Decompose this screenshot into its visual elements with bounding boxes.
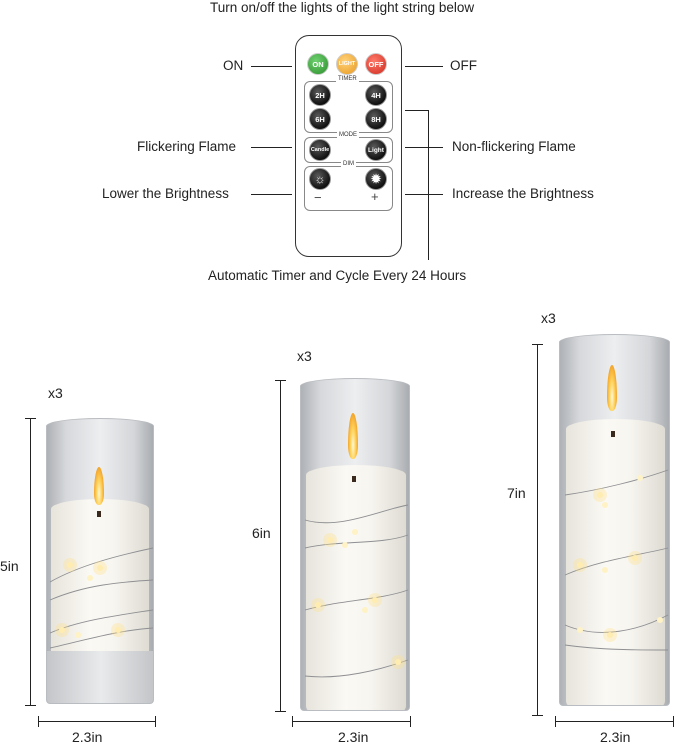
candle-2-width-cap-left — [292, 716, 294, 727]
candle-1-quantity: x3 — [48, 385, 63, 401]
light-mode-button[interactable]: Light — [365, 139, 387, 161]
light-button[interactable]: LIGHT — [336, 53, 358, 75]
increase-brightness-line — [405, 194, 443, 196]
lower-brightness-line — [251, 194, 292, 196]
flickering-callout-line — [251, 147, 292, 149]
candle-1-height-label: 5in — [0, 558, 19, 574]
mode-title: MODE — [337, 132, 359, 138]
candle-3-width-cap-left — [555, 716, 557, 727]
candle-3-height-line — [537, 344, 539, 716]
candle-2-height-cap-bottom — [275, 711, 286, 713]
minus-sign: − — [314, 190, 322, 205]
flickering-callout-label: Flickering Flame — [137, 139, 237, 154]
candle-2-height-label: 6in — [252, 525, 271, 541]
lower-brightness-label: Lower the Brightness — [102, 186, 229, 201]
candle-1-height-line — [30, 418, 32, 706]
candle-2-quantity: x3 — [297, 348, 312, 364]
candle-1-wire — [49, 547, 154, 649]
candle-1-flame — [94, 467, 104, 505]
candle-3-wick — [611, 431, 615, 437]
candle-3-height-cap-bottom — [532, 715, 543, 717]
top-caption: Turn on/off the lights of the light stri… — [210, 0, 475, 15]
candle-1-base — [47, 651, 153, 703]
timer-bracket-vertical — [428, 110, 430, 260]
candle-2-wick — [352, 476, 356, 482]
candle-1-height-cap-bottom — [25, 705, 36, 707]
candle-1-height-cap-top — [25, 418, 36, 420]
plus-sign: + — [371, 189, 379, 204]
candle-2-width-cap-right — [410, 716, 412, 727]
candle-2-flame — [348, 413, 358, 459]
dim-title: DIM — [341, 161, 356, 167]
candle-mode-button[interactable]: Candle — [309, 139, 331, 161]
candle-1-width-cap-left — [38, 716, 40, 727]
candle-1-wick — [97, 511, 101, 517]
candle-2-width-line — [292, 721, 411, 723]
on-callout-line — [251, 66, 292, 68]
off-button[interactable]: OFF — [365, 53, 387, 75]
candle-3-flame — [607, 365, 617, 411]
candle-3-glass — [559, 334, 670, 706]
candle-1-width-line — [38, 721, 156, 723]
remote-control: ON LIGHT OFF TIMER 2H 4H 6H 8H MODE Cand… — [295, 35, 402, 257]
candle-2-wax — [306, 465, 406, 710]
candle-1-glass — [46, 418, 154, 704]
candle-3-height-cap-top — [532, 344, 543, 346]
dim-down-button[interactable]: ☼ — [309, 168, 331, 190]
candle-3-width-label: 2.3in — [600, 729, 631, 745]
on-callout-label: ON — [223, 58, 244, 73]
non-flickering-callout-line — [405, 147, 443, 149]
candle-1-width-label: 2.3in — [72, 729, 103, 745]
candle-2-width-label: 2.3in — [338, 729, 369, 745]
candle-1-width-cap-right — [155, 716, 157, 727]
timer-6h-button[interactable]: 6H — [309, 108, 331, 130]
candle-2-height-cap-top — [275, 380, 286, 382]
candle-2-led — [327, 537, 333, 543]
candle-2-wire — [304, 504, 409, 678]
on-button[interactable]: ON — [307, 53, 329, 75]
timer-4h-button[interactable]: 4H — [365, 84, 387, 106]
candle-3-height-label: 7in — [507, 485, 526, 501]
non-flickering-callout-label: Non-flickering Flame — [452, 139, 576, 154]
candle-3-width-cap-right — [673, 716, 675, 727]
candle-3-led — [597, 492, 603, 498]
timer-8h-button[interactable]: 8H — [365, 108, 387, 130]
off-callout-label: OFF — [450, 58, 477, 73]
candle-1-led — [67, 562, 73, 568]
timer-title: TIMER — [336, 76, 359, 82]
increase-brightness-label: Increase the Brightness — [452, 186, 594, 201]
candle-3-wire — [564, 469, 669, 651]
candle-3-wax — [566, 419, 665, 705]
off-callout-line — [405, 66, 443, 68]
timer-2h-button[interactable]: 2H — [309, 84, 331, 106]
bright-sun-icon: ✹ — [370, 172, 382, 186]
dim-up-button[interactable]: ✹ — [365, 168, 387, 190]
timer-bracket-top — [405, 110, 429, 112]
bottom-caption: Automatic Timer and Cycle Every 24 Hours — [208, 268, 467, 283]
candle-2-glass — [300, 378, 410, 711]
candle-2-height-line — [280, 380, 282, 712]
candle-3-width-line — [555, 721, 674, 723]
dim-sun-icon: ☼ — [314, 172, 326, 186]
candle-3-quantity: x3 — [541, 310, 556, 326]
